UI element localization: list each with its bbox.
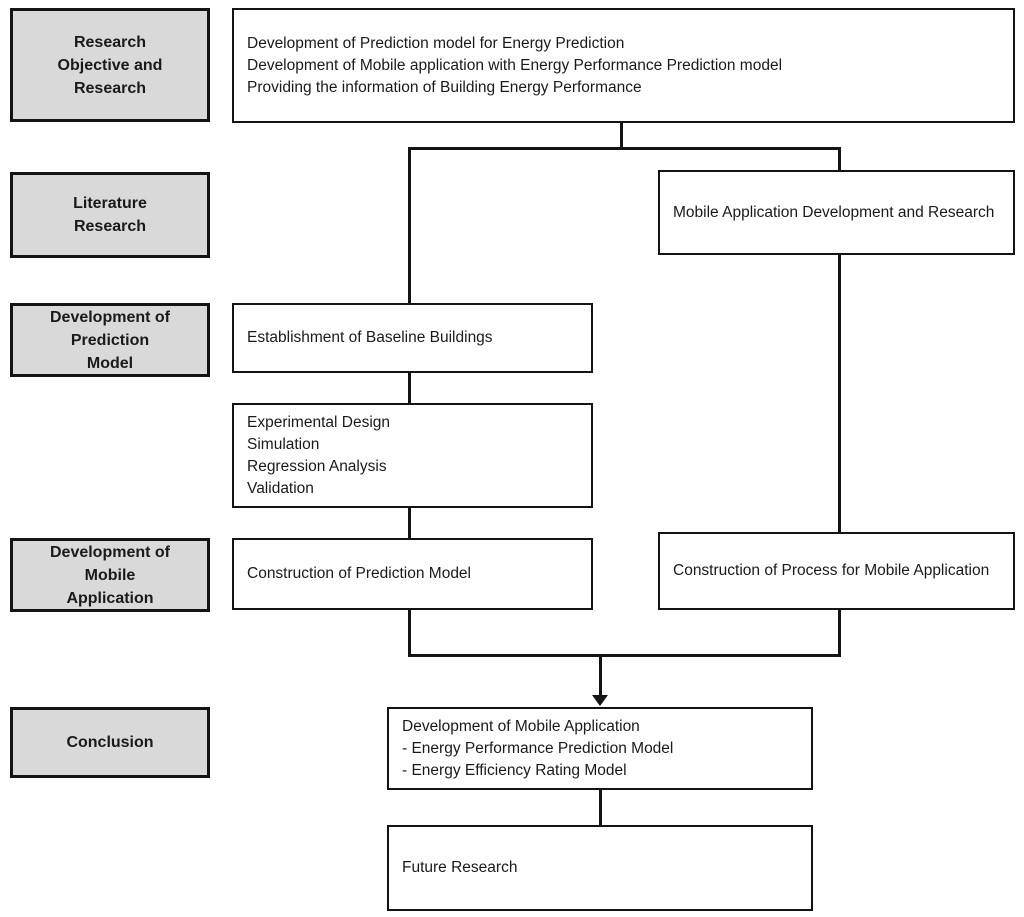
connector-merge-horizontal bbox=[408, 654, 841, 657]
connector-split-horizontal bbox=[408, 147, 841, 150]
connector-baseline-to-experimental bbox=[408, 372, 411, 405]
node-future-research: Future Research bbox=[387, 825, 813, 911]
stage-research-objective: Research Objective and Research bbox=[10, 8, 210, 122]
connector-to-future-research bbox=[599, 789, 602, 825]
connector-left-to-baseline bbox=[408, 147, 411, 305]
node-construction-prediction-model: Construction of Prediction Model bbox=[232, 538, 593, 610]
connector-right-to-mobile-research bbox=[838, 147, 841, 172]
node-development-mobile-application: Development of Mobile Application - Ener… bbox=[387, 707, 813, 790]
connector-experimental-to-construction bbox=[408, 507, 411, 540]
connector-top-stub bbox=[620, 123, 623, 149]
stage-literature-research: Literature Research bbox=[10, 172, 210, 258]
stage-development-prediction-model: Development of Prediction Model bbox=[10, 303, 210, 377]
node-objective-summary: Development of Prediction model for Ener… bbox=[232, 8, 1015, 123]
node-experimental-steps: Experimental Design Simulation Regressio… bbox=[232, 403, 593, 508]
connector-left-to-merge bbox=[408, 609, 411, 657]
arrow-down-icon bbox=[592, 695, 608, 706]
connector-right-to-merge bbox=[838, 609, 841, 657]
connector-arrow-shaft bbox=[599, 654, 602, 696]
connector-mobile-research-to-process bbox=[838, 254, 841, 534]
stage-conclusion: Conclusion bbox=[10, 707, 210, 778]
node-mobile-app-research: Mobile Application Development and Resea… bbox=[658, 170, 1015, 255]
node-baseline-buildings: Establishment of Baseline Buildings bbox=[232, 303, 593, 373]
node-construction-process-mobile: Construction of Process for Mobile Appli… bbox=[658, 532, 1015, 610]
stage-development-mobile-application: Development of Mobile Application bbox=[10, 538, 210, 612]
